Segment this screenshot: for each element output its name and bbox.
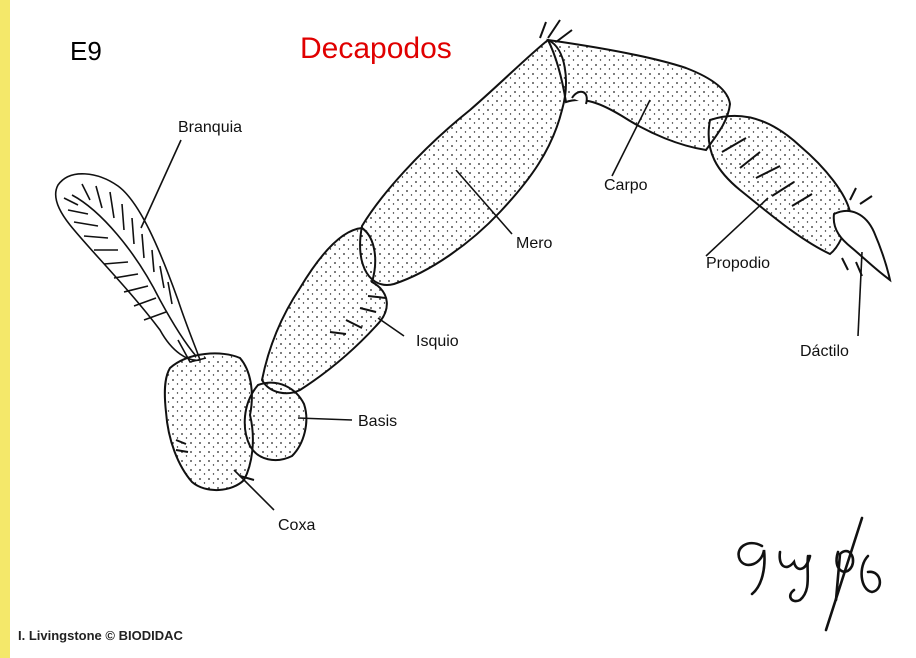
- basis-drawing: [245, 383, 307, 460]
- gill-drawing: [56, 174, 206, 362]
- coxa-drawing: [165, 353, 254, 490]
- signature: [739, 518, 880, 630]
- label-mero: Mero: [516, 235, 553, 252]
- label-branquia: Branquia: [178, 119, 242, 136]
- label-propodio: Propodio: [706, 255, 770, 272]
- carpo-drawing: [548, 40, 730, 150]
- label-carpo: Carpo: [604, 177, 648, 194]
- label-coxa: Coxa: [278, 517, 315, 534]
- image-credit: I. Livingstone © BIODIDAC: [18, 628, 183, 643]
- label-isquio: Isquio: [416, 333, 459, 350]
- label-dactilo: Dáctilo: [800, 343, 849, 360]
- label-basis: Basis: [358, 413, 397, 430]
